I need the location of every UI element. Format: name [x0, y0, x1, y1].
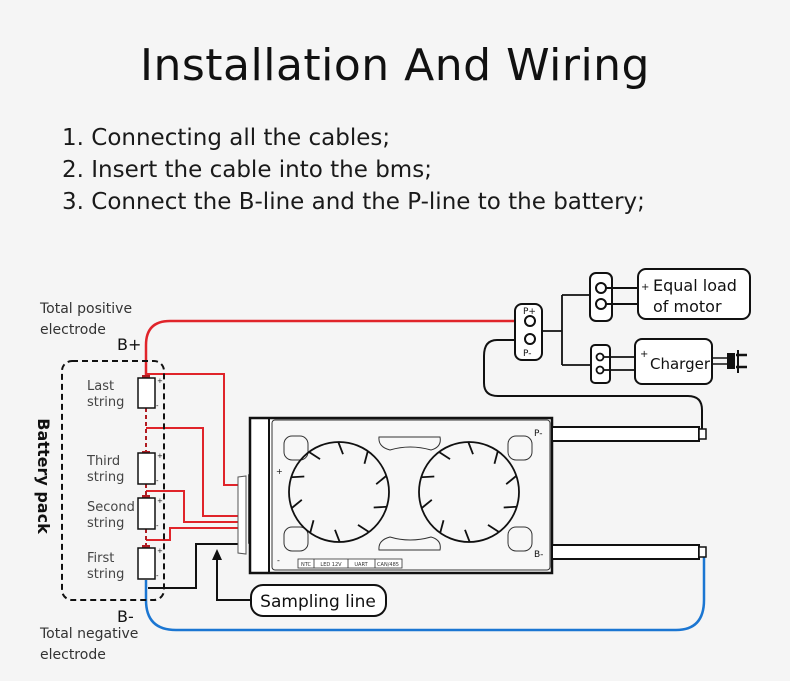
total-positive-label-1: Total positive [39, 301, 132, 317]
fan-blade-notch [375, 475, 387, 485]
fan-blade-notch [439, 519, 445, 534]
svg-text:+: + [157, 452, 163, 460]
cell-label-third-1: Third [86, 454, 120, 469]
bms-plus-label: + [276, 467, 283, 476]
svg-text:-: - [156, 522, 159, 530]
fan-blade-notch [421, 499, 433, 509]
motor-plus: + [641, 282, 649, 293]
sampling-arrow-head [212, 549, 222, 560]
battery-pack-label: Battery pack [34, 418, 53, 534]
svg-text:+: + [157, 547, 163, 555]
sampling-arrow-line [216, 560, 250, 601]
fan-blade-notch [337, 441, 344, 455]
fan-blade-notch [505, 475, 517, 485]
port-can: CAN/485 [377, 562, 399, 568]
bms-p-minus-label: P- [534, 429, 542, 439]
sampling-line-box: Sampling line [250, 584, 387, 617]
fan-blade-notch [438, 451, 451, 460]
charger-terminal [590, 344, 635, 384]
negative-sampling-wire [148, 543, 240, 589]
cell-label-first-1: First [87, 551, 114, 566]
bms-board: P- B- + - NTC LED 12V UART CAN/485 [248, 416, 554, 575]
load-label-1: Equal load [653, 276, 737, 295]
port-ntc: NTC [301, 562, 312, 568]
p-minus-wire [483, 339, 703, 429]
bms-b-minus-label: B- [534, 550, 543, 560]
fan-blade-notch [503, 505, 517, 509]
positive-main-wire [144, 319, 517, 376]
p-minus-term-label: P- [523, 349, 531, 359]
b-minus-cable [551, 544, 707, 560]
cell-third: + - [137, 451, 163, 485]
sampling-wires [146, 373, 240, 541]
page-title: Installation And Wiring [140, 40, 650, 91]
step-3: 3. Connect the B-line and the P-line to … [62, 189, 645, 215]
cell-label-first-2: string [87, 567, 124, 582]
b-plus-label: B+ [117, 335, 141, 354]
cell-second: + - [137, 495, 163, 530]
charger-label: Charger [650, 355, 711, 373]
fan-blade-notch [467, 441, 474, 455]
fan-blade-notch [487, 524, 500, 533]
fan-blade-notch [357, 524, 370, 533]
total-negative-label-1: Total negative [39, 626, 138, 642]
fan-blade-notch [464, 529, 471, 543]
svg-text:-: - [156, 572, 159, 580]
p-minus-cable [551, 426, 707, 442]
port-uart: UART [354, 562, 368, 568]
plug-icon [712, 350, 747, 373]
bms-ports: NTC LED 12V UART CAN/485 [297, 558, 403, 569]
motor-load-box: + Equal load of motor [637, 268, 751, 320]
cell-label-last-1: Last [87, 379, 114, 394]
step-2: 2. Insert the cable into the bms; [62, 157, 432, 183]
motor-terminal [589, 272, 638, 322]
svg-text:-: - [156, 402, 159, 410]
fan-blade-notch [291, 475, 305, 479]
cell-label-second-1: Second [87, 500, 135, 515]
negative-main-wire [144, 555, 706, 632]
b-minus-label: B- [117, 607, 134, 626]
fan-blade-notch [334, 529, 341, 543]
steps-list: 1. Connecting all the cables; 2. Insert … [62, 122, 645, 218]
fan-blade-notch [309, 519, 315, 534]
sampling-line-label: Sampling line [260, 592, 376, 612]
charger-plus: + [640, 349, 648, 360]
splitter-wire [542, 294, 590, 366]
charger-box: + Charger [634, 338, 713, 385]
cell-label-second-2: string [87, 516, 124, 531]
fan-blade-notch [373, 505, 387, 509]
cell-label-third-2: string [87, 470, 124, 485]
load-label-2: of motor [653, 297, 722, 316]
fan-blade-notch [363, 450, 369, 465]
fan-blade-notch [291, 499, 303, 509]
cell-first: + - [137, 545, 163, 580]
cell-last: + - [137, 375, 163, 410]
svg-text:+: + [157, 377, 163, 385]
total-negative-label-2: electrode [40, 647, 106, 663]
port-led: LED 12V [320, 562, 342, 568]
bms-minus-label: - [277, 556, 280, 565]
svg-text:+: + [157, 497, 163, 505]
fan-blade-notch [493, 450, 499, 465]
svg-text:-: - [156, 477, 159, 485]
p-terminal: P+ P- [514, 303, 543, 361]
fan-blade-notch [421, 475, 435, 479]
total-positive-label-2: electrode [40, 322, 106, 338]
step-1: 1. Connecting all the cables; [62, 125, 391, 151]
battery-pack-box [61, 360, 165, 601]
fan-blade-notch [308, 451, 321, 460]
p-plus-label: P+ [523, 307, 536, 317]
cell-label-last-2: string [87, 395, 124, 410]
